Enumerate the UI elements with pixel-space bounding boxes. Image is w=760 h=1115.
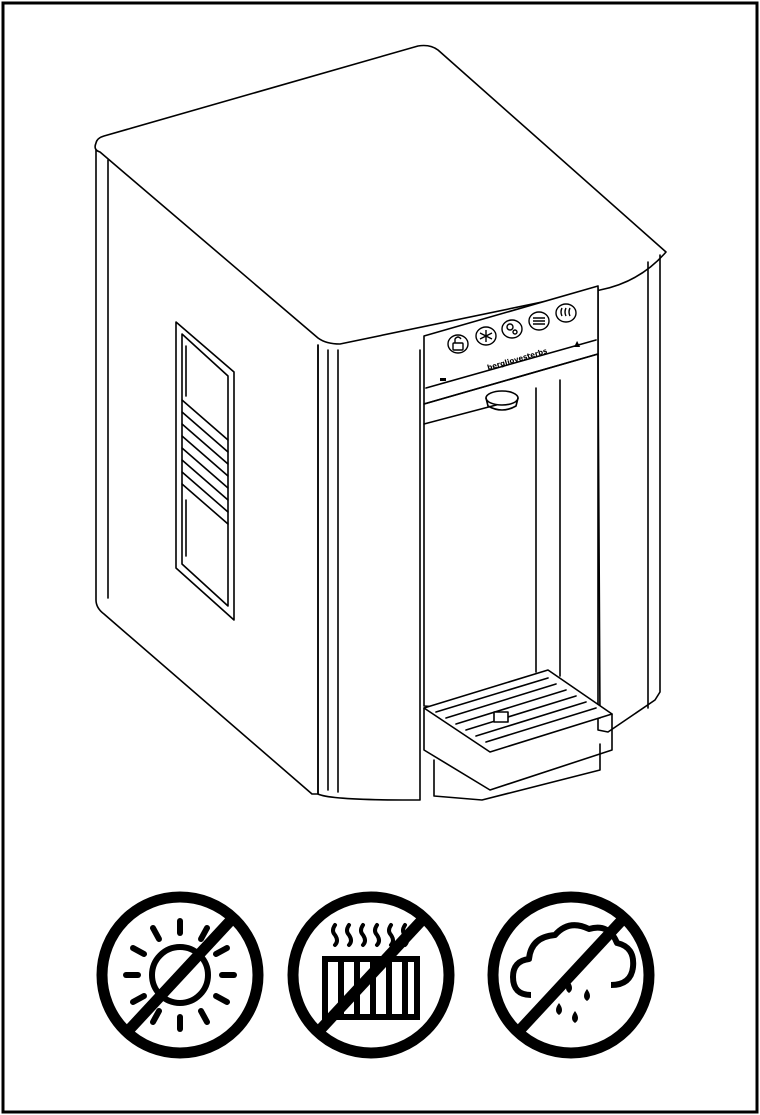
status-led bbox=[440, 378, 446, 381]
ambient-button[interactable] bbox=[528, 311, 550, 331]
cold-button[interactable] bbox=[475, 326, 497, 346]
dispenser-left-side bbox=[95, 149, 319, 795]
sparkle-water-icon bbox=[506, 323, 518, 335]
dispense-nozzle bbox=[485, 390, 519, 411]
dispenser-top bbox=[94, 44, 667, 345]
unlock-icon bbox=[452, 342, 464, 351]
control-buttons bbox=[447, 303, 577, 354]
water-dispenser-illustration bbox=[94, 44, 667, 801]
dispenser-front-left bbox=[317, 344, 421, 801]
sun-prohibited-icon bbox=[96, 891, 264, 1059]
rain-cloud-prohibited-icon bbox=[487, 891, 655, 1059]
drip-tray bbox=[423, 669, 613, 801]
snowflake-icon bbox=[479, 330, 493, 342]
unlock-button[interactable] bbox=[447, 334, 469, 354]
up-arrow-indicator: ▲ bbox=[574, 339, 581, 348]
radiator-prohibited-icon bbox=[287, 891, 455, 1059]
heat-waves-icon bbox=[560, 307, 571, 317]
side-vent-grille bbox=[175, 321, 235, 621]
menu-lines-icon bbox=[533, 317, 545, 325]
dispenser-front-right bbox=[597, 254, 661, 733]
sparkling-button[interactable] bbox=[501, 319, 523, 339]
hot-button[interactable] bbox=[555, 303, 577, 323]
